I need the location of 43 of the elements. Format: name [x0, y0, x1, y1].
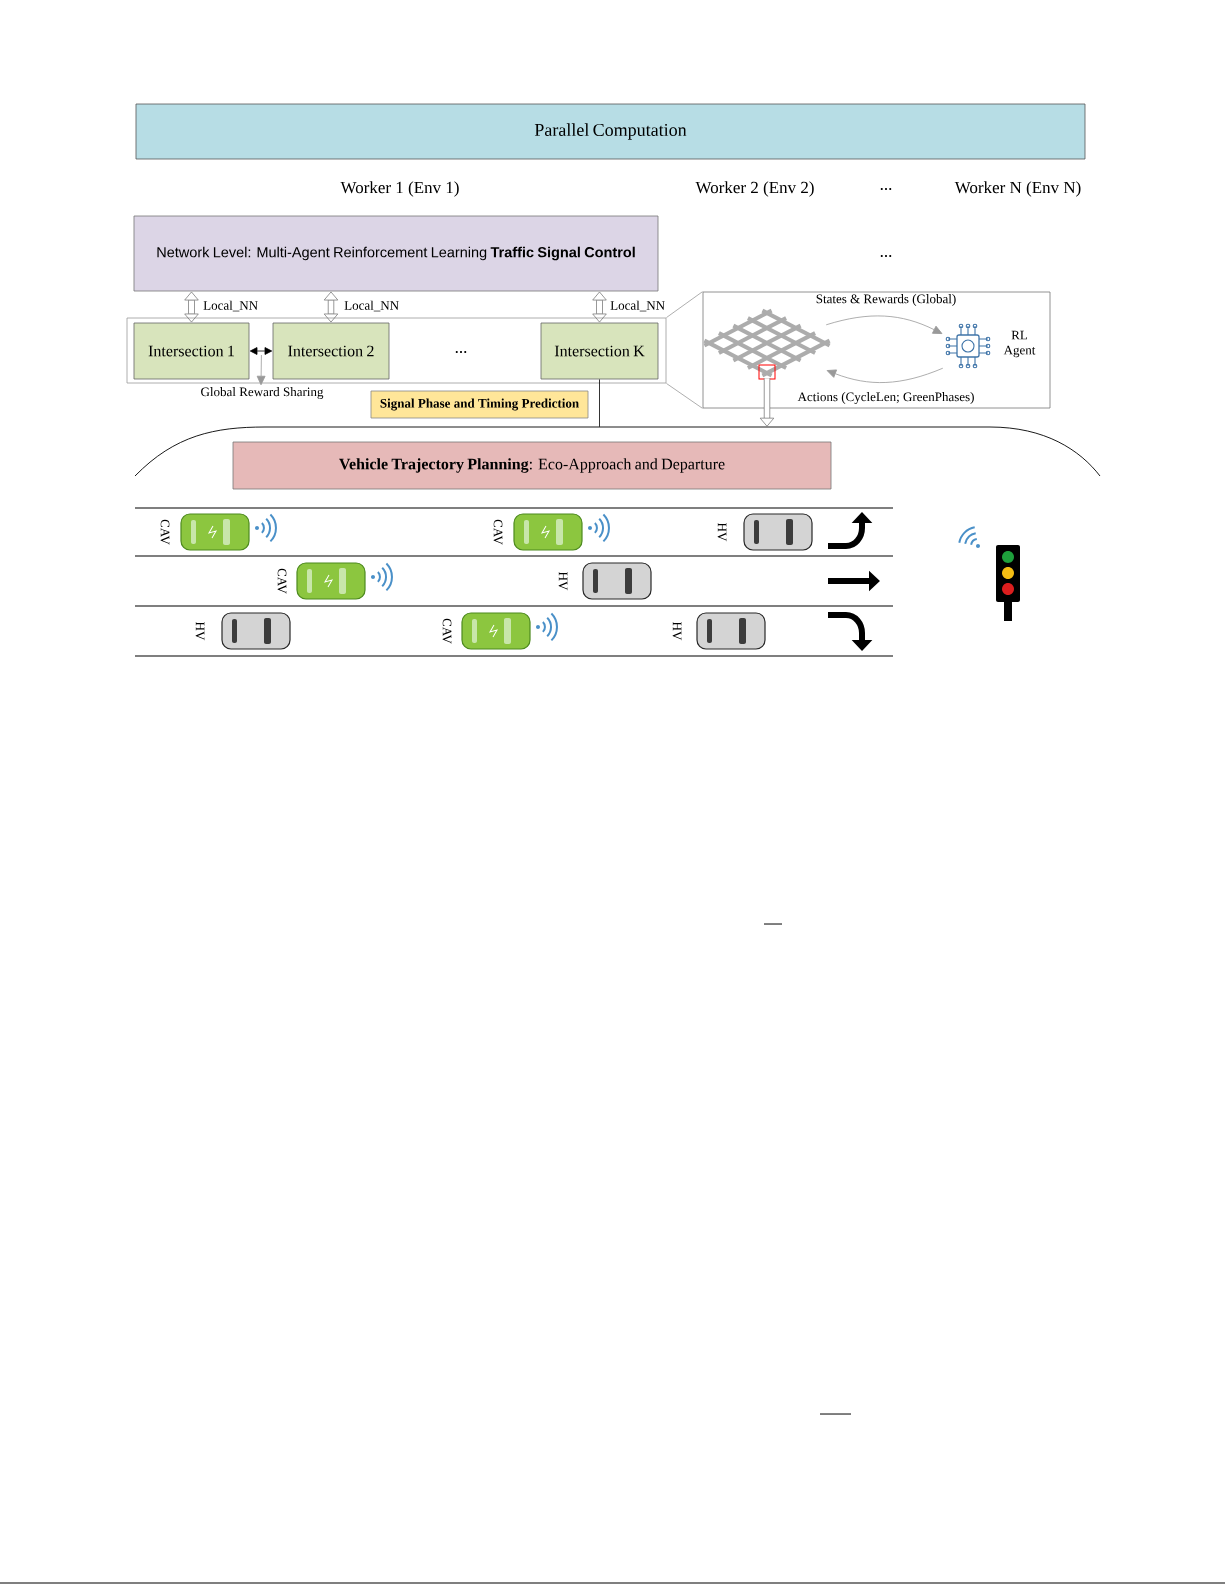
caption-label: Global Reward Sharing — [201, 387, 324, 399]
worker-heading: Worker 1 (Env 1) — [340, 181, 459, 197]
process-box: Vehicle Trajectory Planning: Eco-Approach and Departure — [232, 441, 832, 490]
vehicle-label: HV — [195, 622, 205, 641]
hollow-arrow — [592, 291, 607, 323]
group-box — [126, 317, 667, 384]
agent-label: RL Agent — [1003, 330, 1036, 358]
edge-label: Actions (CycleLen; GreenPhases) — [797, 392, 974, 404]
vehicle-label: HV — [717, 523, 727, 542]
worker-heading: Worker N (Env N) — [954, 181, 1081, 197]
vehicle-label: CAV — [442, 618, 452, 644]
hollow-arrow — [323, 291, 339, 323]
line — [666, 291, 703, 318]
worker-heading: Worker 2 (Env 2) — [695, 181, 814, 197]
process-box: Intersection 1 — [133, 322, 250, 380]
vehicle-label: HV — [558, 572, 568, 591]
process-box: Intersection 2 — [272, 322, 390, 380]
edge-label: Local_NN — [344, 300, 399, 312]
process-box: Intersection K — [540, 322, 659, 380]
line — [599, 379, 600, 428]
hollow-arrow — [184, 291, 199, 323]
ellipsis: ... — [880, 188, 892, 190]
band: Parallel Computation — [135, 103, 1086, 160]
hollow-arrow — [759, 378, 775, 427]
edge-label: Local_NN — [203, 300, 258, 312]
arrow — [249, 347, 273, 355]
vehicle-label: CAV — [493, 519, 503, 545]
road-network-drawing — [703, 308, 831, 380]
edge-label: States & Rewards (Global) — [816, 294, 956, 306]
road-boundary-arc — [134, 426, 1101, 477]
arrow — [826, 367, 944, 383]
line — [666, 383, 703, 409]
vehicle-label: CAV — [160, 519, 170, 545]
process-box: Signal Phase and Timing Prediction — [370, 390, 589, 419]
vehicle-label: CAV — [277, 568, 287, 594]
ellipsis: ... — [455, 351, 467, 353]
edge-label: Local_NN — [610, 300, 665, 312]
panel-box — [702, 291, 1051, 409]
process-box: Network Level: Multi-Agent Reinforcement Learning Traffic Signal Control — [133, 215, 659, 292]
ellipsis: ... — [880, 255, 892, 257]
vehicle-label: HV — [672, 622, 682, 641]
arrow — [825, 315, 943, 334]
arrow — [256, 354, 266, 386]
